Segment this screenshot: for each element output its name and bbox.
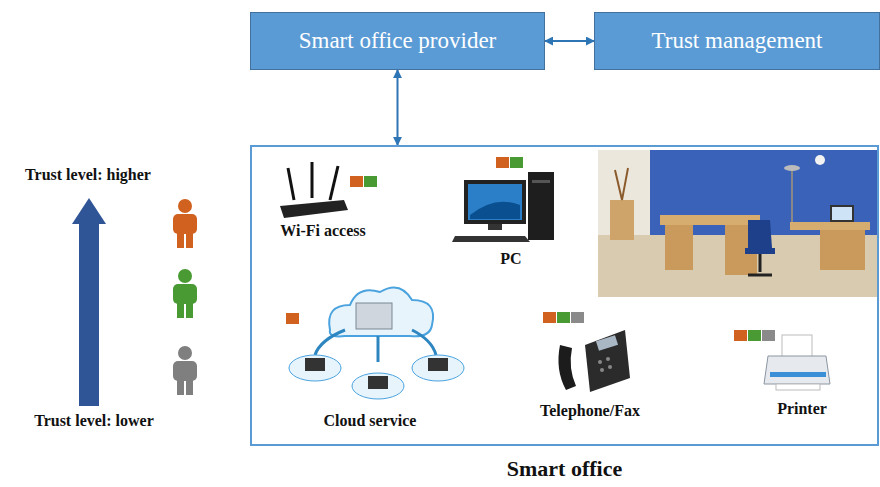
connector-arrow <box>397 70 399 145</box>
trust-box: Trust management <box>594 12 880 70</box>
pc-icon <box>452 157 554 242</box>
trust-arrow <box>72 198 106 406</box>
telephone-icon <box>543 312 630 392</box>
provider-box: Smart office provider <box>250 12 545 70</box>
trust-level-label: Trust level: higher <box>25 166 151 184</box>
trust-level-label: Trust level: lower <box>34 412 154 430</box>
connector-arrow <box>545 40 594 42</box>
person-grey <box>173 346 197 395</box>
office-photo <box>598 150 878 297</box>
person-green <box>173 269 197 318</box>
device-label: Cloud service <box>324 412 417 430</box>
person-orange <box>173 199 197 248</box>
region-caption: Smart office <box>252 456 877 482</box>
cloud-icon <box>286 288 464 400</box>
box-label: Trust management <box>652 28 823 54</box>
router-icon <box>280 162 377 218</box>
device-label: Printer <box>777 400 827 418</box>
device-label: Wi-Fi access <box>280 222 365 240</box>
printer-icon <box>734 330 830 390</box>
device-label: PC <box>500 250 521 268</box>
box-label: Smart office provider <box>299 28 497 54</box>
device-label: Telephone/Fax <box>540 402 640 420</box>
